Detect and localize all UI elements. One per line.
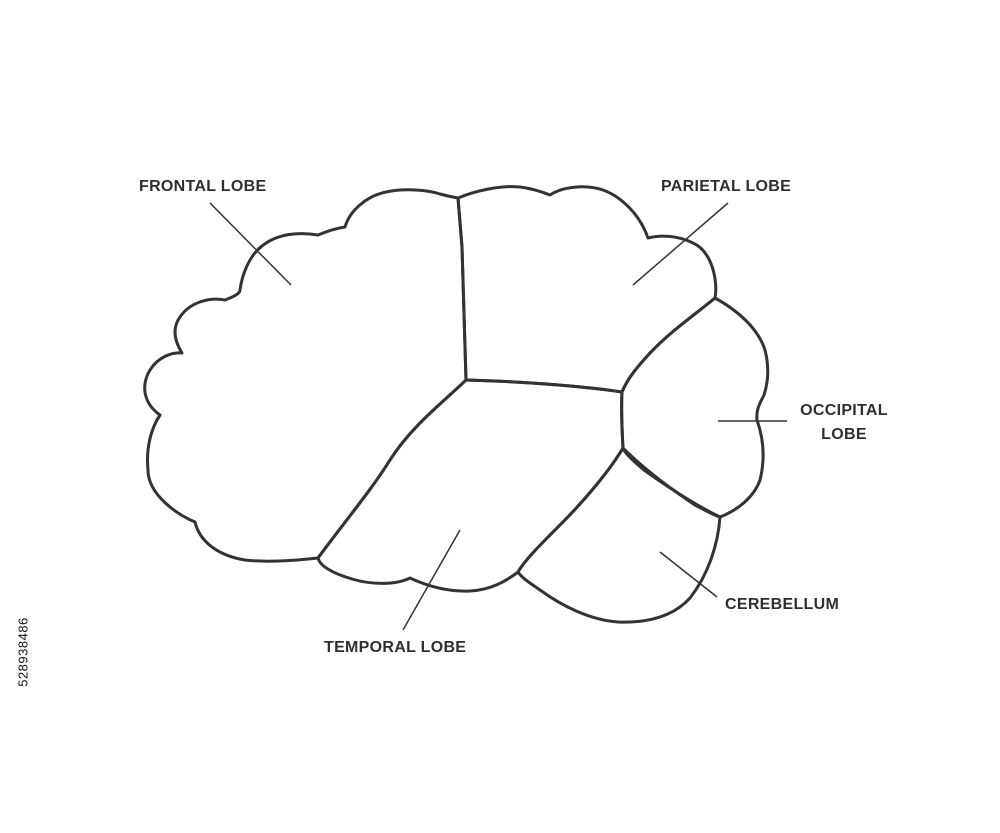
frontal-leader-line — [209, 202, 292, 286]
occipital-lobe-label-line2: LOBE — [821, 426, 867, 443]
temporal-lobe-label: TEMPORAL LOBE — [324, 639, 467, 656]
stock-id-text: 528938486 — [15, 617, 31, 687]
cerebellum-region — [516, 446, 722, 624]
cerebellum-label: CEREBELLUM — [725, 596, 840, 613]
occipital-lobe-label-line1: OCCIPITAL — [800, 402, 888, 419]
frontal-lobe-label: FRONTAL LOBE — [139, 178, 267, 195]
occipital-lobe-region — [620, 296, 770, 519]
parietal-leader-line — [632, 202, 729, 286]
temporal-leader-line — [402, 529, 461, 631]
stock-id-watermark: 528938486 — [14, 592, 32, 712]
occipital-lobe-label: OCCIPITAL LOBE — [792, 399, 896, 447]
parietal-lobe-region — [456, 185, 718, 394]
parietal-lobe-label: PARIETAL LOBE — [661, 178, 792, 195]
frontal-lobe-region — [143, 188, 468, 563]
cerebellum-leader-line — [659, 551, 718, 598]
temporal-lobe-region — [316, 378, 625, 593]
